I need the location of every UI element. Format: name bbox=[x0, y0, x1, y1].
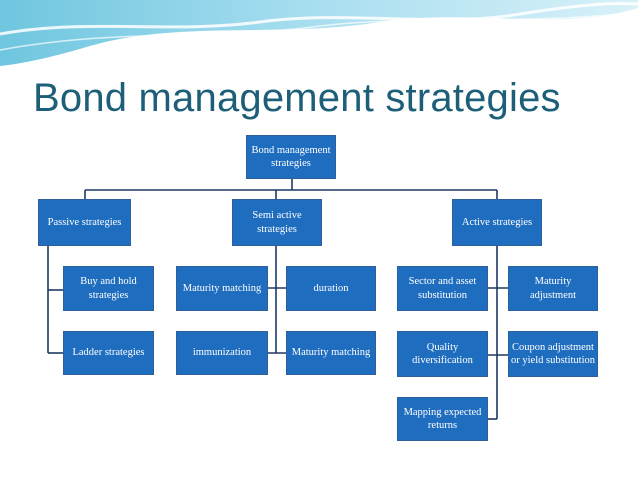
node-mapping-expected-returns: Mapping expected returns bbox=[397, 397, 488, 441]
node-active-strategies: Active strategies bbox=[452, 199, 542, 246]
node-ladder-strategies: Ladder strategies bbox=[63, 331, 154, 375]
node-passive-strategies: Passive strategies bbox=[38, 199, 131, 246]
node-maturity-adjustment: Maturity adjustment bbox=[508, 266, 598, 311]
node-maturity-matching-2: Maturity matching bbox=[286, 331, 376, 375]
node-coupon-adjustment: Coupon adjustment or yield substitution bbox=[508, 331, 598, 377]
node-sector-asset-substitution: Sector and asset substitution bbox=[397, 266, 488, 311]
node-quality-diversification: Quality diversification bbox=[397, 331, 488, 377]
node-buy-and-hold: Buy and hold strategies bbox=[63, 266, 154, 311]
node-root: Bond management strategies bbox=[246, 135, 336, 179]
node-semi-active-strategies: Semi active strategies bbox=[232, 199, 322, 246]
node-maturity-matching-1: Maturity matching bbox=[176, 266, 268, 311]
node-duration: duration bbox=[286, 266, 376, 311]
node-immunization: immunization bbox=[176, 331, 268, 375]
